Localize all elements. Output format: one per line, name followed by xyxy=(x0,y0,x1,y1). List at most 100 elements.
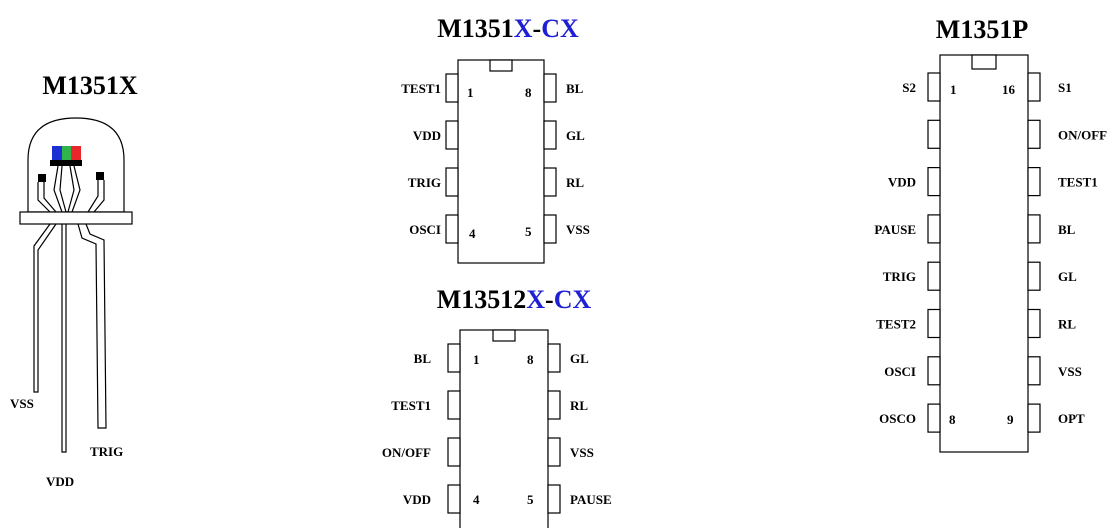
chip_b-left-pin-2 xyxy=(447,390,461,420)
green-emitter xyxy=(62,146,71,160)
chip-b-title-x: X xyxy=(526,285,545,314)
chip_c-right-pin-label: OPT xyxy=(1058,411,1085,426)
chip_b-left-pin-label: VDD xyxy=(403,492,431,507)
chip_b-right-pin-label: VSS xyxy=(570,445,594,460)
chip_c-left-pin-7 xyxy=(927,356,941,386)
chip_b-right-pin-2 xyxy=(547,390,561,420)
chip_c-left-pin-8 xyxy=(927,403,941,433)
chip_a-left-pin-label: VDD xyxy=(413,128,441,143)
chip_b-left-pin-3 xyxy=(447,437,461,467)
chip_a-left-pin-2 xyxy=(445,120,459,150)
chip-b-num-8: 8 xyxy=(527,352,534,367)
led-vdd-label: VDD xyxy=(46,474,74,489)
right-pad xyxy=(96,172,104,180)
chip_a-right-pin-label: VSS xyxy=(566,222,590,237)
chip_c-left-pin-label: VDD xyxy=(888,175,916,190)
chip_c-right-pin-label: GL xyxy=(1058,269,1077,284)
chip_c-left-pin-5 xyxy=(927,261,941,291)
chip-c-num-16: 16 xyxy=(1002,82,1016,97)
chip-a-title-prefix: M1351 xyxy=(437,14,514,43)
chip_a-left-pin-4 xyxy=(445,214,459,244)
led-die xyxy=(50,146,82,166)
led-title: M1351X xyxy=(42,71,138,100)
chip-b-title-dash: - xyxy=(545,285,554,314)
chip-b-num-4: 4 xyxy=(473,492,480,507)
chip_c-left-pin-label: S2 xyxy=(902,80,916,95)
chip_b-right-pin-label: GL xyxy=(570,351,589,366)
chip_b-left-pin-label: BL xyxy=(414,351,432,366)
chip_c-left-pin-3 xyxy=(927,167,941,197)
chip_c-right-pin-label: TEST1 xyxy=(1058,175,1098,190)
chip_c-right-pin-label: BL xyxy=(1058,222,1076,237)
chip-c-notch xyxy=(971,54,997,70)
chip_b-left-pin-4 xyxy=(447,484,461,514)
led-vss-label: VSS xyxy=(10,396,34,411)
chip_a-left-pin-3 xyxy=(445,167,459,197)
left-pad xyxy=(38,174,46,182)
external-leads xyxy=(33,223,107,453)
chip_a-right-pin-3 xyxy=(543,167,557,197)
chip_c-left-pin-label: PAUSE xyxy=(874,222,916,237)
chip_c-right-pin-label: VSS xyxy=(1058,364,1082,379)
chip_c-left-pin-label: TRIG xyxy=(883,269,916,284)
chip_c-right-pin-8 xyxy=(1027,403,1041,433)
chip_b-left-pin-label: TEST1 xyxy=(391,398,431,413)
chip-a: M1351X-CX 1 8 4 5 TEST1VDDTRIGOSCIBLGLRL… xyxy=(401,14,590,264)
chip-c-pins: S2VDDPAUSETRIGTEST2OSCIOSCOS1ON/OFFTEST1… xyxy=(874,72,1107,433)
chip_c-left-pin-4 xyxy=(927,214,941,244)
chip_c-left-pin-label: OSCO xyxy=(879,411,916,426)
chip-a-title-dash: - xyxy=(533,14,542,43)
chip_c-right-pin-2 xyxy=(1027,119,1041,149)
led-package: M1351X xyxy=(10,71,138,489)
chip_a-left-pin-label: OSCI xyxy=(409,222,441,237)
chip_c-right-pin-label: RL xyxy=(1058,317,1076,332)
chip-a-title-cx: CX xyxy=(541,14,579,43)
chip_c-right-pin-5 xyxy=(1027,261,1041,291)
chip-a-title-x: X xyxy=(514,14,533,43)
chip_a-right-pin-2 xyxy=(543,120,557,150)
chip-b-title-prefix: M13512 xyxy=(437,285,527,314)
chip_a-right-pin-1 xyxy=(543,73,557,103)
chip_c-right-pin-label: ON/OFF xyxy=(1058,127,1107,142)
internal-leads xyxy=(37,165,105,213)
chip_b-right-pin-3 xyxy=(547,437,561,467)
chip-a-num-1: 1 xyxy=(467,85,474,100)
chip_c-left-pin-2 xyxy=(927,119,941,149)
chip-b: M13512X-CX 1 8 4 5 BLTEST1ON/OFFVDDGLRLV… xyxy=(382,285,612,528)
chip_a-right-pin-label: GL xyxy=(566,128,585,143)
blue-emitter xyxy=(52,146,62,160)
chip_a-left-pin-1 xyxy=(445,73,459,103)
led-flange xyxy=(19,211,133,225)
chip_a-right-pin-label: RL xyxy=(566,175,584,190)
chip_c-right-pin-label: S1 xyxy=(1058,80,1072,95)
chip-b-num-5: 5 xyxy=(527,492,534,507)
chip_a-right-pin-label: BL xyxy=(566,81,584,96)
chip_c-right-pin-7 xyxy=(1027,356,1041,386)
chip_c-left-pin-1 xyxy=(927,72,941,102)
chip-c-num-8: 8 xyxy=(949,412,956,427)
chip-a-title: M1351X-CX xyxy=(437,14,579,43)
chip-a-num-4: 4 xyxy=(469,226,476,241)
chip-c-body xyxy=(939,54,1029,453)
chip-a-notch xyxy=(489,59,513,72)
chip_b-left-pin-1 xyxy=(447,343,461,373)
chip-b-title: M13512X-CX xyxy=(437,285,592,314)
chip-c-num-9: 9 xyxy=(1007,412,1014,427)
chip_b-right-pin-label: RL xyxy=(570,398,588,413)
red-emitter xyxy=(71,146,81,160)
chip-c: M1351P 1 16 8 9 S2VDDPAUSETRIGTEST2OSCIO… xyxy=(874,15,1107,453)
chip_a-right-pin-4 xyxy=(543,214,557,244)
chip_c-left-pin-label: TEST2 xyxy=(876,317,916,332)
chip-a-body xyxy=(457,59,545,264)
led-trig-label: TRIG xyxy=(90,444,123,459)
chip_c-right-pin-1 xyxy=(1027,72,1041,102)
chip_c-right-pin-3 xyxy=(1027,167,1041,197)
chip_c-right-pin-4 xyxy=(1027,214,1041,244)
chip_b-right-pin-4 xyxy=(547,484,561,514)
chip_a-left-pin-label: TEST1 xyxy=(401,81,441,96)
chip-b-num-1: 1 xyxy=(473,352,480,367)
chip-a-num-8: 8 xyxy=(525,85,532,100)
chip_a-left-pin-label: TRIG xyxy=(408,175,441,190)
